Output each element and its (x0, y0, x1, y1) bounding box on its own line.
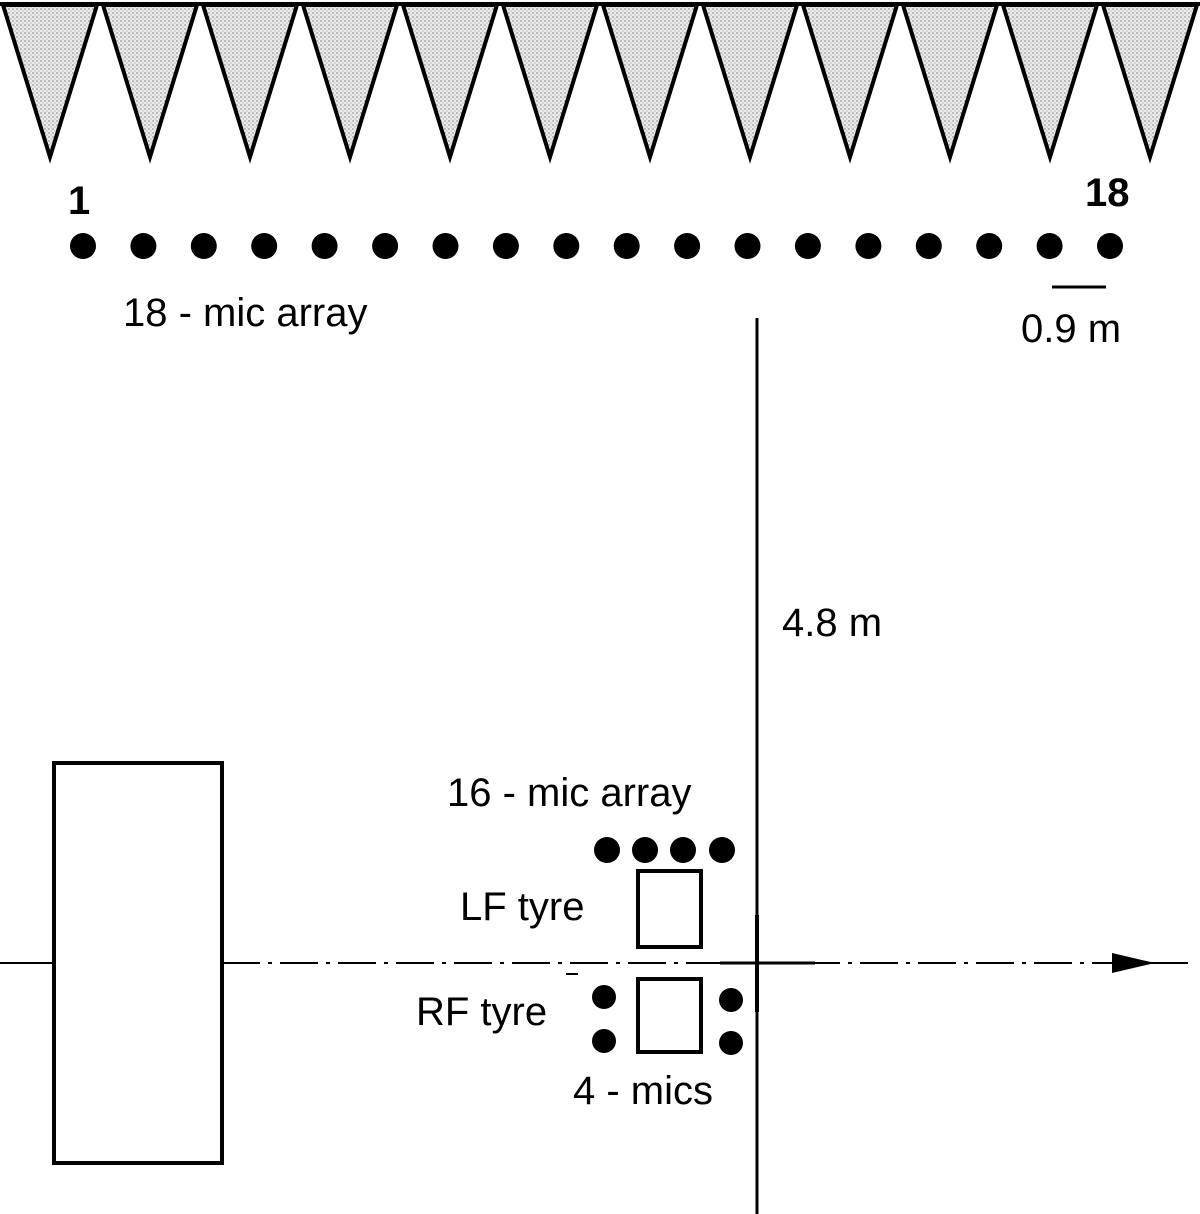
mic-dot (1036, 233, 1063, 259)
vehicle-body (52, 761, 224, 1165)
array-16-label: 16 - mic array (447, 771, 692, 815)
tyre-mics (592, 985, 743, 1055)
mic-dot (855, 233, 882, 259)
absorber-wedge (1000, 3, 1100, 164)
mic-dot (709, 837, 735, 863)
mic-dot (915, 233, 942, 259)
mic-dot (674, 233, 701, 259)
absorber-wedge (0, 3, 100, 164)
absorber-wedge (500, 3, 600, 164)
lf-tyre (636, 869, 703, 949)
mic-dot (1097, 233, 1123, 259)
mic-dot (632, 837, 658, 863)
absorber-wedge (1100, 3, 1200, 164)
mic-dot (70, 233, 96, 259)
direction-arrow-icon (1112, 953, 1155, 973)
mics-4-label: 4 - mics (573, 1069, 713, 1113)
absorber-wedge (700, 3, 800, 164)
mic-dot (432, 233, 459, 259)
mic-dot (372, 233, 399, 259)
mic-label-last: 18 (1085, 171, 1130, 215)
mic-dot (976, 233, 1003, 259)
absorber-wedge (300, 3, 400, 164)
absorber-wedge (800, 3, 900, 164)
absorber-wedges (0, 2, 1200, 164)
rf-tyre (636, 977, 703, 1054)
mic-dot (251, 233, 278, 259)
lf-tyre-label: LF tyre (460, 885, 584, 929)
mic-dot (794, 233, 821, 259)
mic-dot (311, 233, 338, 259)
absorber-wedge (600, 3, 700, 164)
mic-label-first: 1 (68, 179, 90, 223)
mic-dot (130, 233, 157, 259)
absorber-wedge (100, 3, 200, 164)
mic-dot (734, 233, 761, 259)
mic-dot (190, 233, 217, 259)
distance-label: 4.8 m (782, 601, 882, 645)
mic-dot (670, 837, 696, 863)
spacing-label: 0.9 m (1021, 307, 1121, 351)
absorber-wedge (200, 3, 300, 164)
mic-dot (719, 1031, 743, 1055)
mic-dot (594, 837, 620, 863)
absorber-wedge (400, 3, 500, 164)
mic-dot (592, 1029, 616, 1053)
mic-dot (719, 988, 743, 1012)
mic-dot (592, 985, 616, 1009)
mic-array-16 (594, 837, 735, 863)
mic-array-18 (70, 233, 1123, 259)
mic-dot (553, 233, 580, 259)
absorber-wedge (900, 3, 1000, 164)
mic-dot (613, 233, 640, 259)
mic-dot (492, 233, 519, 259)
rf-tyre-label: RF tyre (416, 990, 547, 1034)
array-18-label: 18 - mic array (123, 291, 368, 335)
